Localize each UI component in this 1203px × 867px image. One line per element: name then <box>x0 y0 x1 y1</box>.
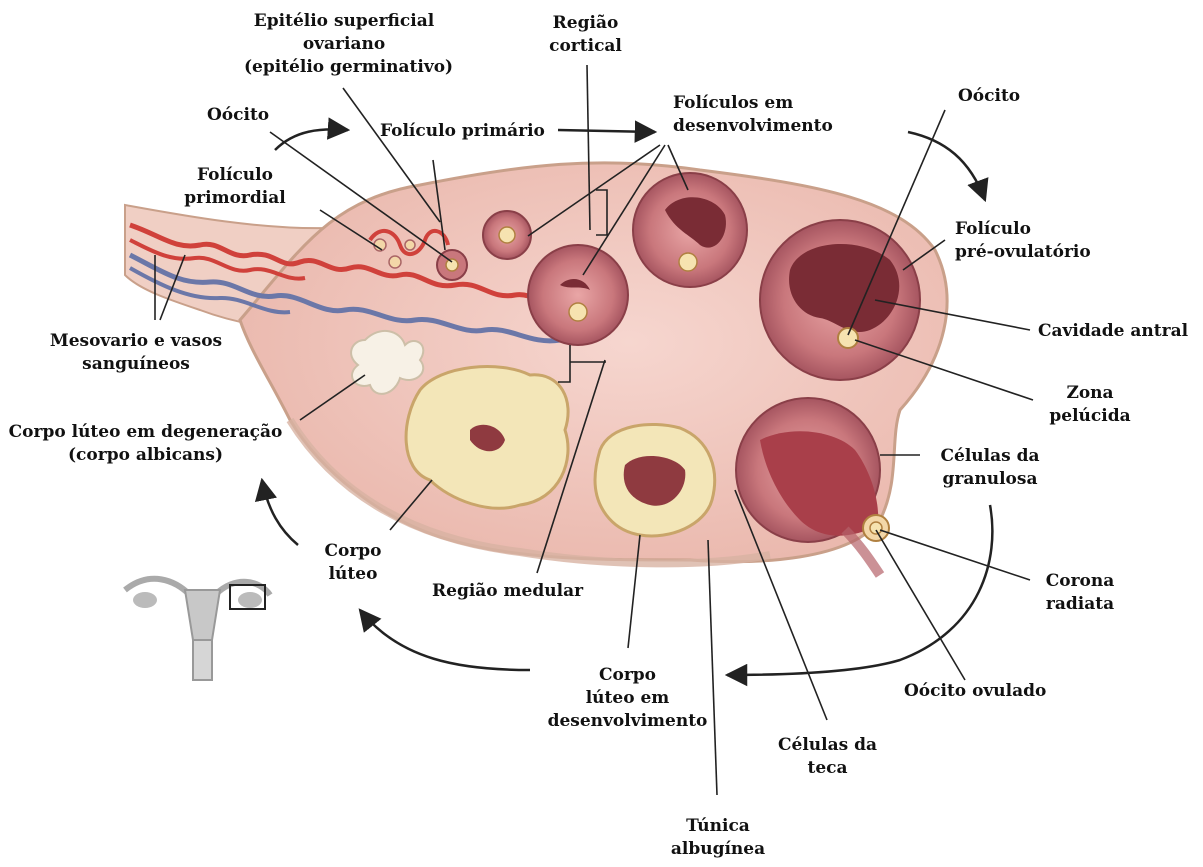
label-tunica-albuginea: Túnica albugínea <box>668 815 768 861</box>
label-foliculo-primordial: Folículo primordial <box>180 164 290 210</box>
developing-corpus-luteum <box>595 424 715 535</box>
label-cavidade-antral: Cavidade antral <box>1038 320 1188 343</box>
label-foliculos-desenvolvimento: Folículos em desenvolvimento <box>673 92 833 138</box>
label-epitelio: Epitélio superficial ovariano (epitélio … <box>244 10 444 79</box>
label-corpo-luteo-desenvolvimento: Corpo lúteo em desenvolvimento <box>545 664 710 733</box>
label-corpo-luteo: Corpo lúteo <box>318 540 388 586</box>
label-celulas-granulosa: Células da granulosa <box>935 445 1045 491</box>
label-foliculo-primario: Folículo primário <box>380 120 545 143</box>
label-regiao-cortical: Região cortical <box>538 12 633 58</box>
label-oocito-ovulado: Oócito ovulado <box>904 680 1046 703</box>
label-celulas-teca: Células da teca <box>770 734 885 780</box>
label-oocito-right: Oócito <box>958 85 1020 108</box>
developing-follicle-large <box>633 173 747 287</box>
uterus-inset <box>125 579 270 680</box>
label-corona-radiata: Corona radiata <box>1025 570 1135 616</box>
label-mesovario: Mesovario e vasos sanguíneos <box>36 330 236 376</box>
label-corpo-albicans: Corpo lúteo em degeneração (corpo albica… <box>8 421 283 467</box>
preovulatory-follicle <box>760 220 920 380</box>
label-foliculo-preovulatorio: Folículo pré-ovulatório <box>955 218 1091 264</box>
developing-follicle-small <box>528 245 628 345</box>
secondary-follicle <box>483 211 531 259</box>
label-zona-pelucida: Zona pelúcida <box>1040 382 1140 428</box>
label-regiao-medular: Região medular <box>432 580 583 603</box>
label-oocito-left: Oócito <box>207 104 269 127</box>
